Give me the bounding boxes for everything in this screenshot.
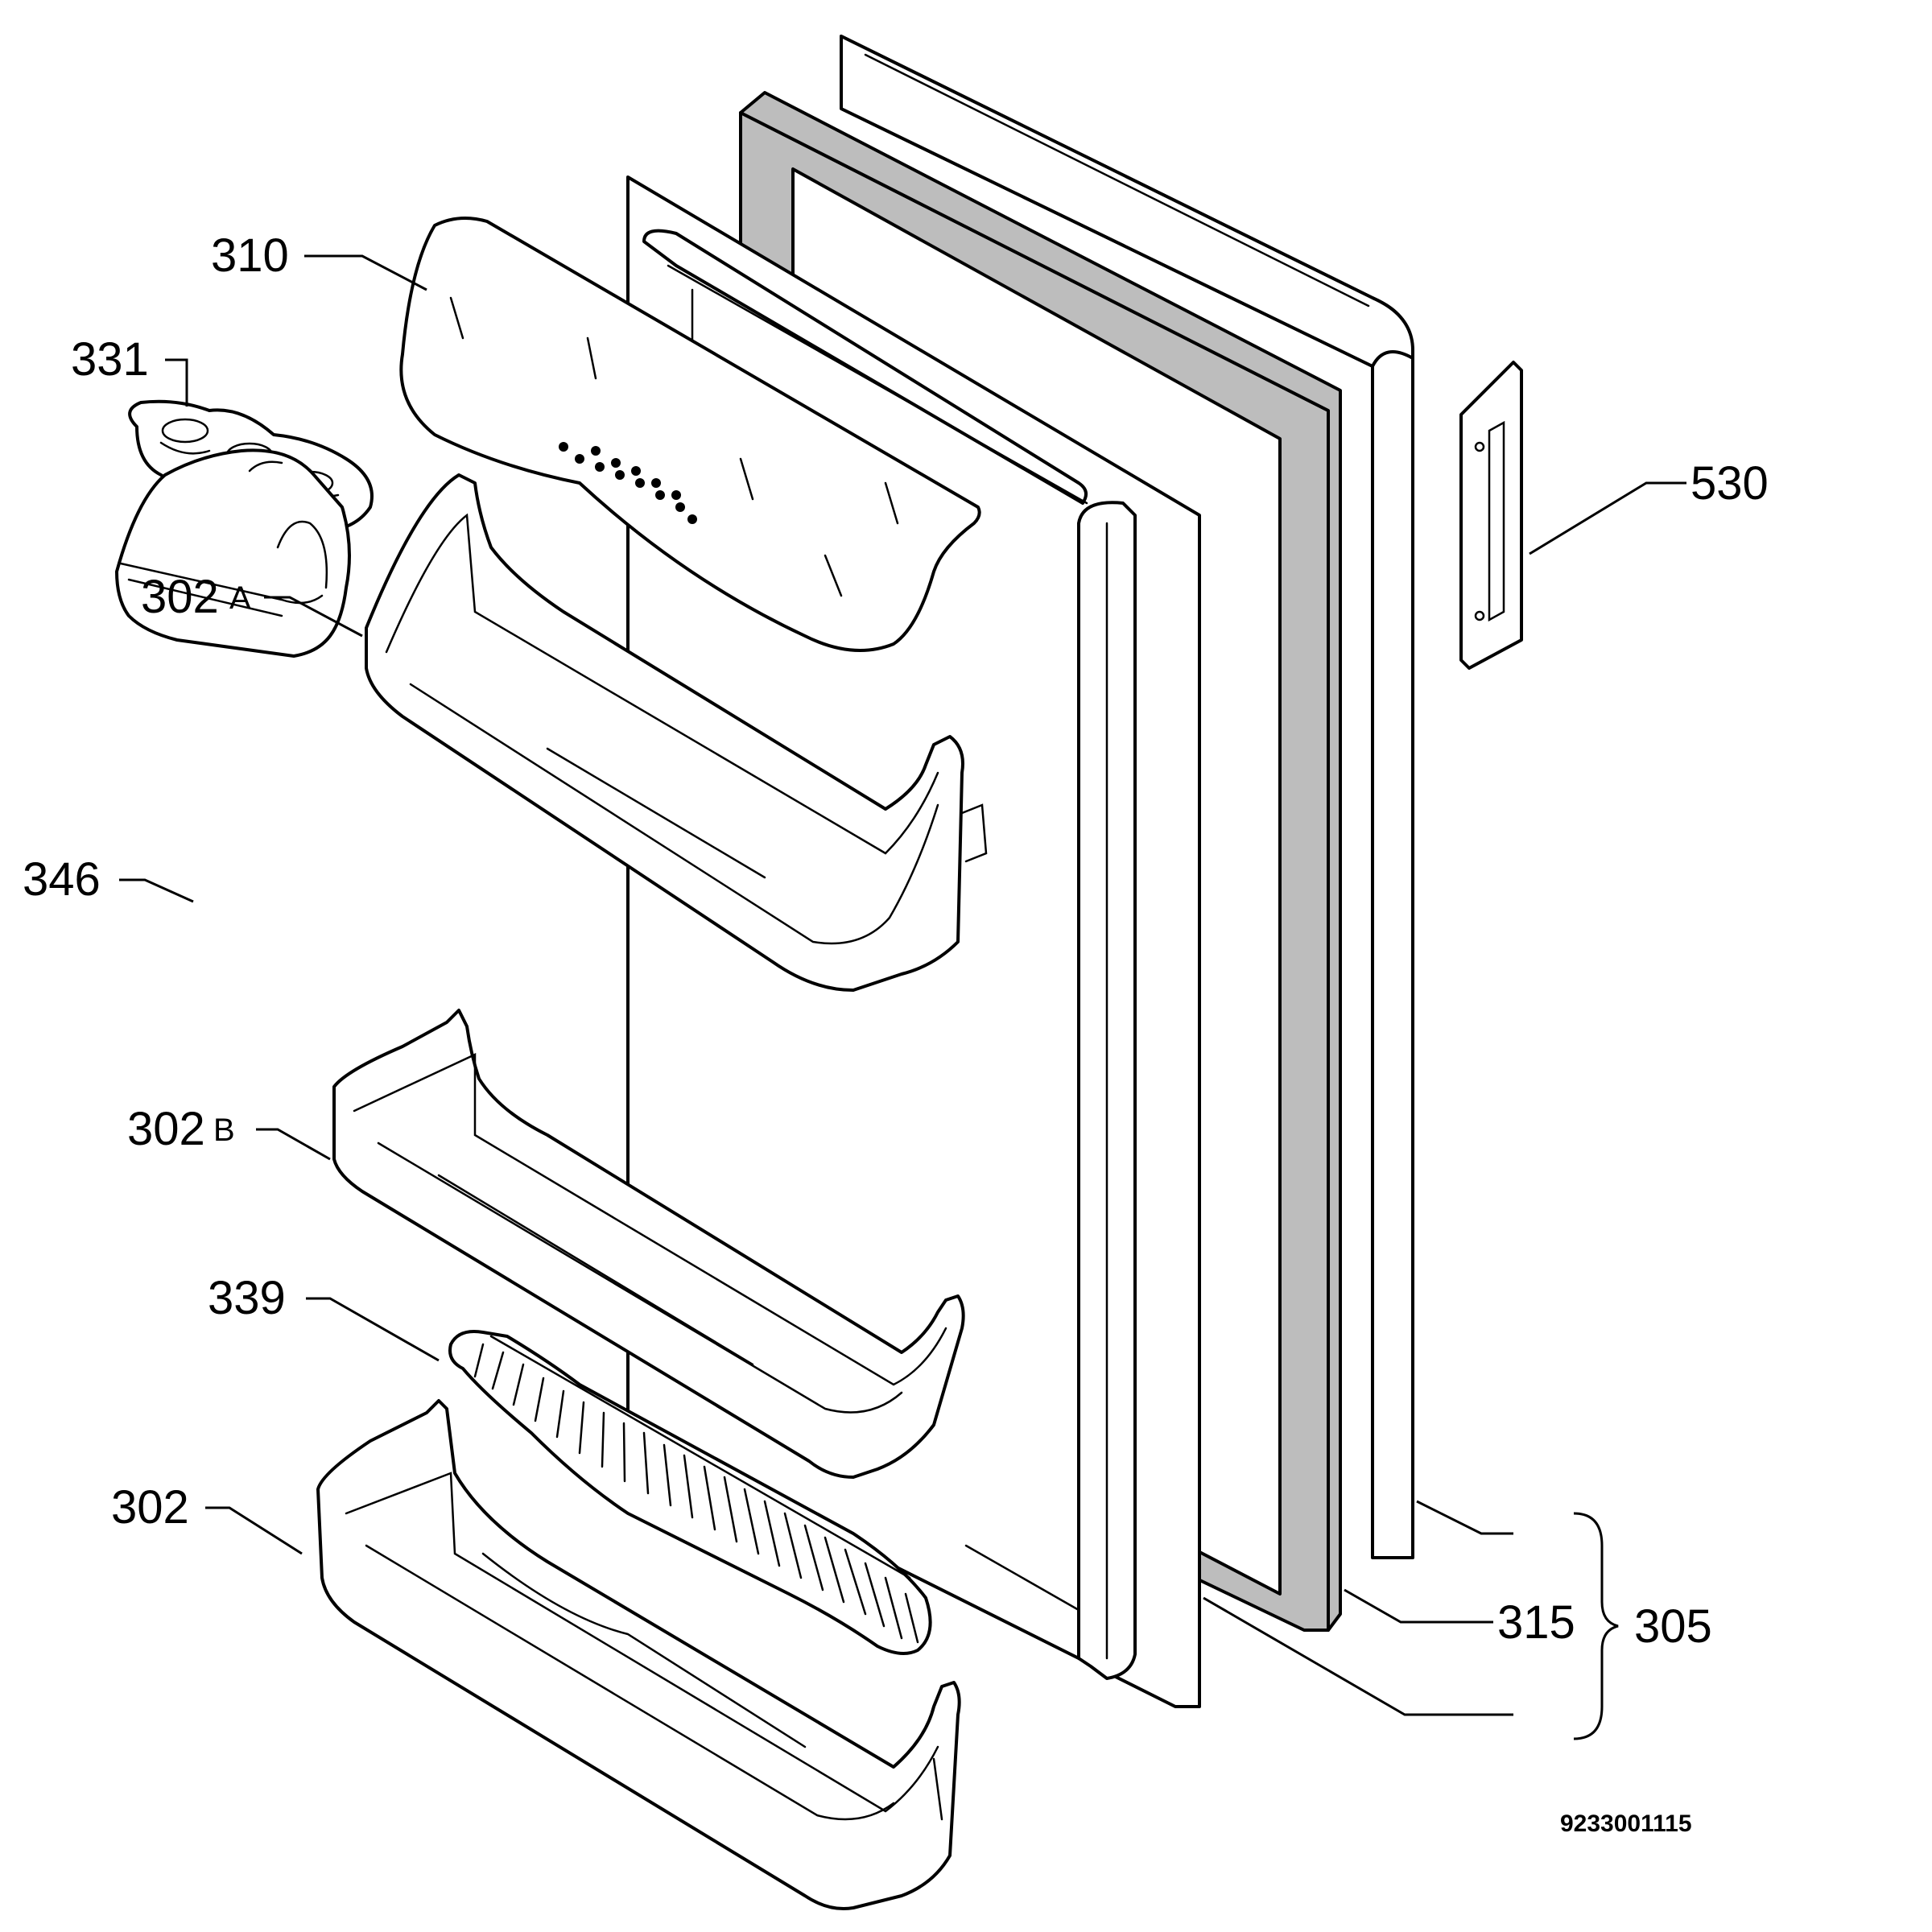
label-302: 302 <box>111 1481 189 1534</box>
label-302B-number: 302 <box>127 1103 205 1155</box>
lid-vent-holes <box>559 442 697 524</box>
part-labels: 310 331 302 A 346 302 B 339 302 530 315 … <box>23 229 1769 1653</box>
part-346-butter-dish <box>115 448 351 658</box>
label-346: 346 <box>23 853 101 906</box>
part-302-bottom-door-shelf <box>316 1399 961 1910</box>
part-339-bottle-retainer <box>448 1330 932 1655</box>
label-302A-suffix: A <box>229 580 251 616</box>
label-530: 530 <box>1690 457 1769 510</box>
part-530-hinge-cover <box>1459 361 1523 670</box>
part-310-dairy-lid <box>399 217 981 652</box>
label-331: 331 <box>71 333 149 386</box>
label-315: 315 <box>1497 1596 1575 1649</box>
retainer-ribs <box>473 1343 919 1644</box>
outer-door-panel <box>840 35 1414 1559</box>
leader-lines <box>119 254 1686 1740</box>
label-305: 305 <box>1634 1600 1712 1653</box>
part-302A-upper-door-shelf <box>365 473 988 992</box>
drawing-code: 9233001115 <box>1560 1810 1692 1837</box>
label-302B-suffix: B <box>213 1113 235 1148</box>
part-302B-middle-door-shelf <box>332 1009 965 1479</box>
label-339: 339 <box>208 1272 286 1324</box>
label-302A-number: 302 <box>141 571 219 623</box>
label-310: 310 <box>211 229 289 282</box>
inner-door-edge-strip <box>1077 501 1137 1680</box>
